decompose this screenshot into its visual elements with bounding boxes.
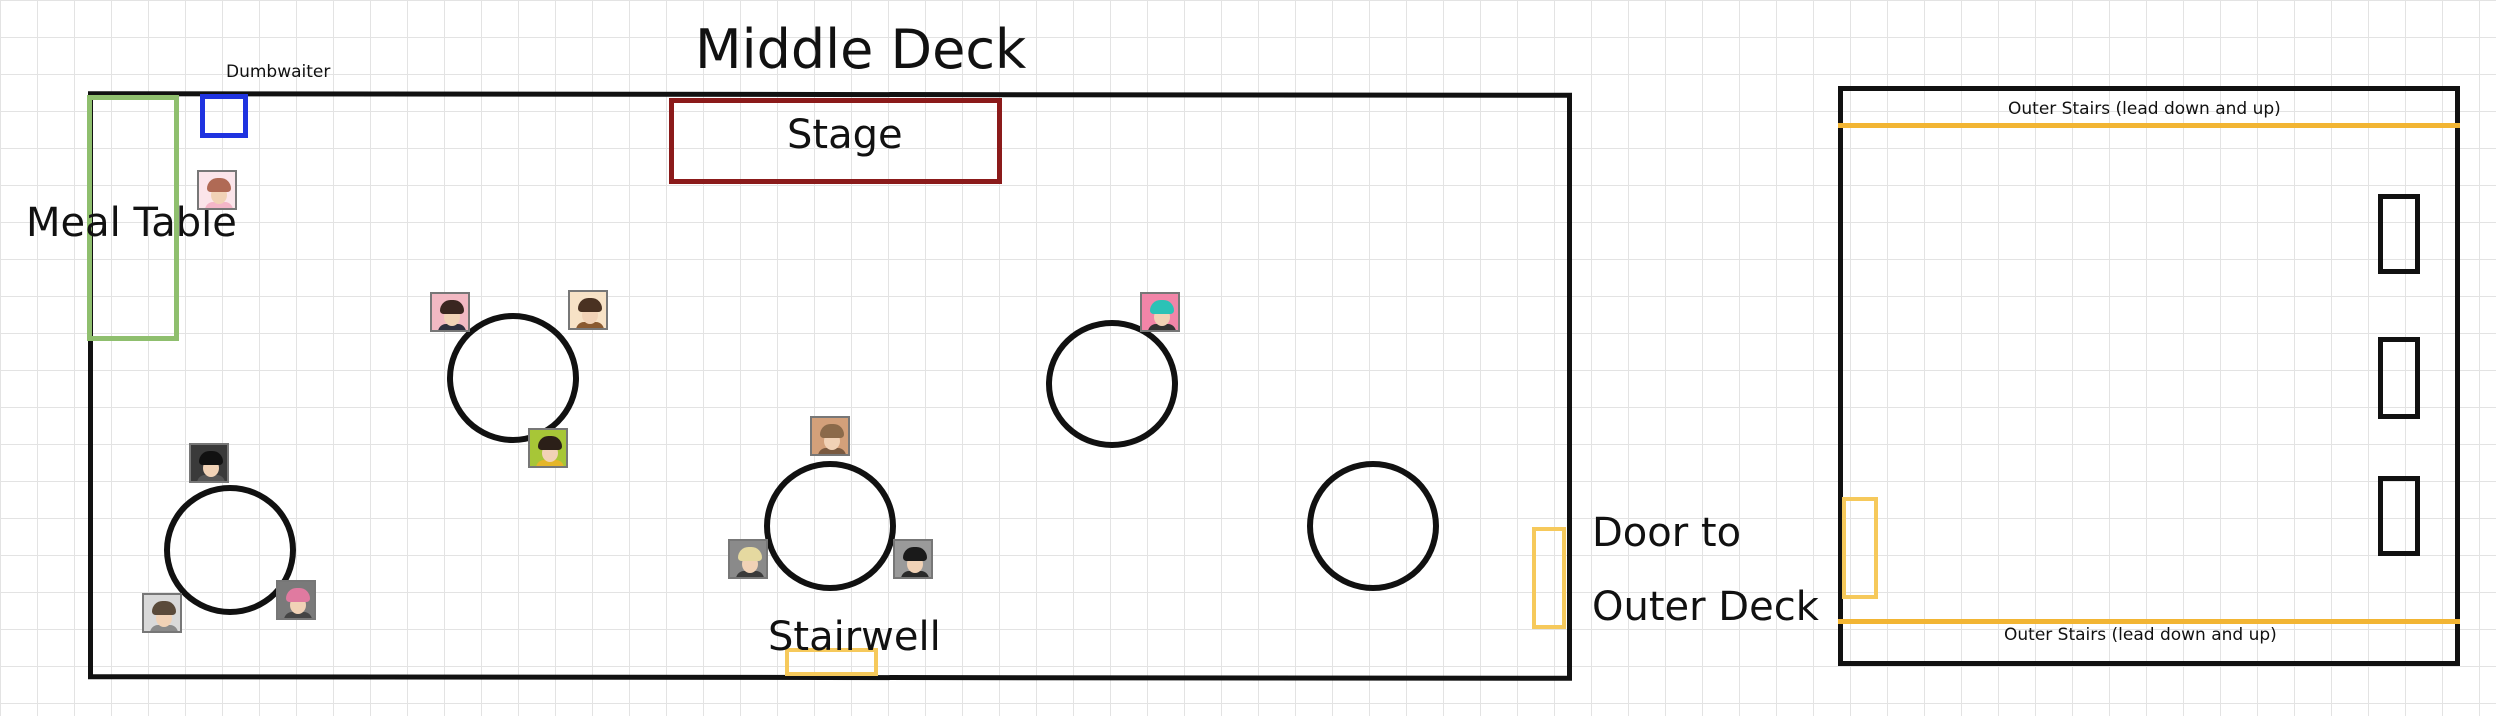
avatar-body	[150, 625, 178, 631]
avatar-teal-hair[interactable]	[1140, 292, 1180, 332]
avatar-dark-hair[interactable]	[189, 443, 229, 483]
avatar-tan[interactable]	[810, 416, 850, 456]
outer-box-3	[2378, 476, 2420, 556]
avatar-pink-dress[interactable]	[197, 170, 237, 210]
round-table-2	[1046, 320, 1178, 448]
avatar-body	[818, 448, 846, 454]
avatar-hair	[1150, 300, 1174, 314]
avatar-body	[576, 322, 604, 328]
stairwell	[785, 648, 878, 676]
avatar-body	[536, 460, 564, 466]
outer-box-1	[2378, 194, 2420, 274]
dumbwaiter	[200, 94, 248, 138]
avatar-hair	[820, 424, 844, 438]
avatar-body	[901, 571, 929, 577]
round-table-3	[164, 485, 296, 615]
outer-stairs-bottom-label: Outer Stairs (lead down and up)	[2004, 625, 2277, 645]
avatar-hair	[738, 547, 762, 561]
avatar-body	[197, 475, 225, 481]
round-table-1	[447, 313, 579, 443]
avatar-hair	[538, 436, 562, 450]
avatar-body	[1148, 324, 1176, 330]
round-table-5	[1307, 461, 1439, 591]
door-label-line1: Door to	[1592, 510, 1742, 556]
outer-deck-room	[1838, 86, 2460, 666]
outer-stairs-top	[1838, 123, 2460, 128]
door-label-line2: Outer Deck	[1592, 584, 1819, 630]
avatar-hair	[286, 588, 310, 602]
avatar-body	[438, 324, 466, 330]
avatar-hair	[199, 451, 223, 465]
round-table-4	[764, 461, 896, 591]
page-title: Middle Deck	[695, 18, 1027, 81]
avatar-hair	[578, 298, 602, 312]
avatar-green-bg[interactable]	[528, 428, 568, 468]
avatar-dark-suit[interactable]	[893, 539, 933, 579]
avatar-hair	[152, 601, 176, 615]
stairwell-label: Stairwell	[768, 614, 941, 660]
meal-table	[87, 95, 179, 341]
avatar-pink-hair[interactable]	[276, 580, 316, 620]
avatar-hair	[207, 178, 231, 192]
avatar-hair	[440, 300, 464, 314]
outer-stairs-top-label: Outer Stairs (lead down and up)	[2008, 99, 2281, 119]
outer-box-2	[2378, 337, 2420, 419]
avatar-body	[284, 612, 312, 618]
avatar-body	[736, 571, 764, 577]
avatar-glasses[interactable]	[142, 593, 182, 633]
avatar-curly-hair[interactable]	[430, 292, 470, 332]
outer-stairs-bottom	[1838, 619, 2460, 624]
avatar-body	[205, 202, 233, 208]
avatar-hair	[903, 547, 927, 561]
outer-door	[1842, 497, 1878, 599]
stage-label: Stage	[787, 112, 903, 158]
avatar-blond[interactable]	[728, 539, 768, 579]
door-to-outer-deck	[1532, 527, 1566, 629]
avatar-hat[interactable]	[568, 290, 608, 330]
stage	[669, 98, 1002, 184]
dumbwaiter-label: Dumbwaiter	[226, 62, 331, 82]
